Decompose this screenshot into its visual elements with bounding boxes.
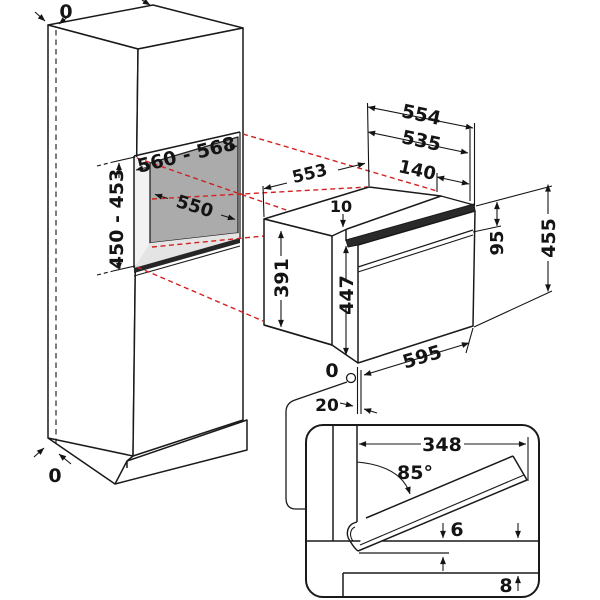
dim-top-clearance: 10 (330, 197, 352, 216)
dim-opening-angle: 85° (397, 462, 433, 484)
dim-depth-body: 535 (400, 126, 443, 156)
dim-body-height: 391 (271, 258, 293, 298)
dim-door-height: 455 (538, 218, 560, 258)
door-hinge (346, 521, 359, 552)
detail-leader-line (285, 381, 348, 510)
niche (133, 131, 241, 277)
dim-oven-top-depth: 553 (290, 160, 329, 188)
dim-front-gap: 0 (325, 360, 338, 382)
dim-door-gap: 6 (450, 519, 463, 541)
cabinet-plinth (114, 419, 248, 485)
dim-front-height: 447 (336, 275, 358, 315)
angle-arc (356, 461, 411, 495)
dim-cabinet-bottom-gap: 0 (48, 465, 61, 487)
niche-floor (134, 233, 240, 268)
dim-cabinet-top-gap: 0 (59, 1, 72, 23)
detail-inset (285, 381, 540, 598)
oven (263, 186, 476, 384)
niche-floor-front-edge (134, 238, 240, 273)
dim-front-offset: 20 (315, 396, 339, 416)
niche-left-wall (134, 156, 150, 268)
control-panel-line (357, 229, 474, 268)
projection-lines (136, 133, 438, 322)
dim-depth-total: 554 (400, 100, 443, 130)
detail-callout-point (345, 372, 357, 384)
dim-plinth-gap: 8 (499, 575, 512, 597)
dim-door-length: 348 (422, 434, 462, 456)
oven-door-face (357, 210, 476, 364)
dimensions (33, 0, 553, 465)
dim-control-panel-height: 95 (487, 230, 508, 255)
dim-niche-height: 450 - 453 (106, 169, 128, 269)
